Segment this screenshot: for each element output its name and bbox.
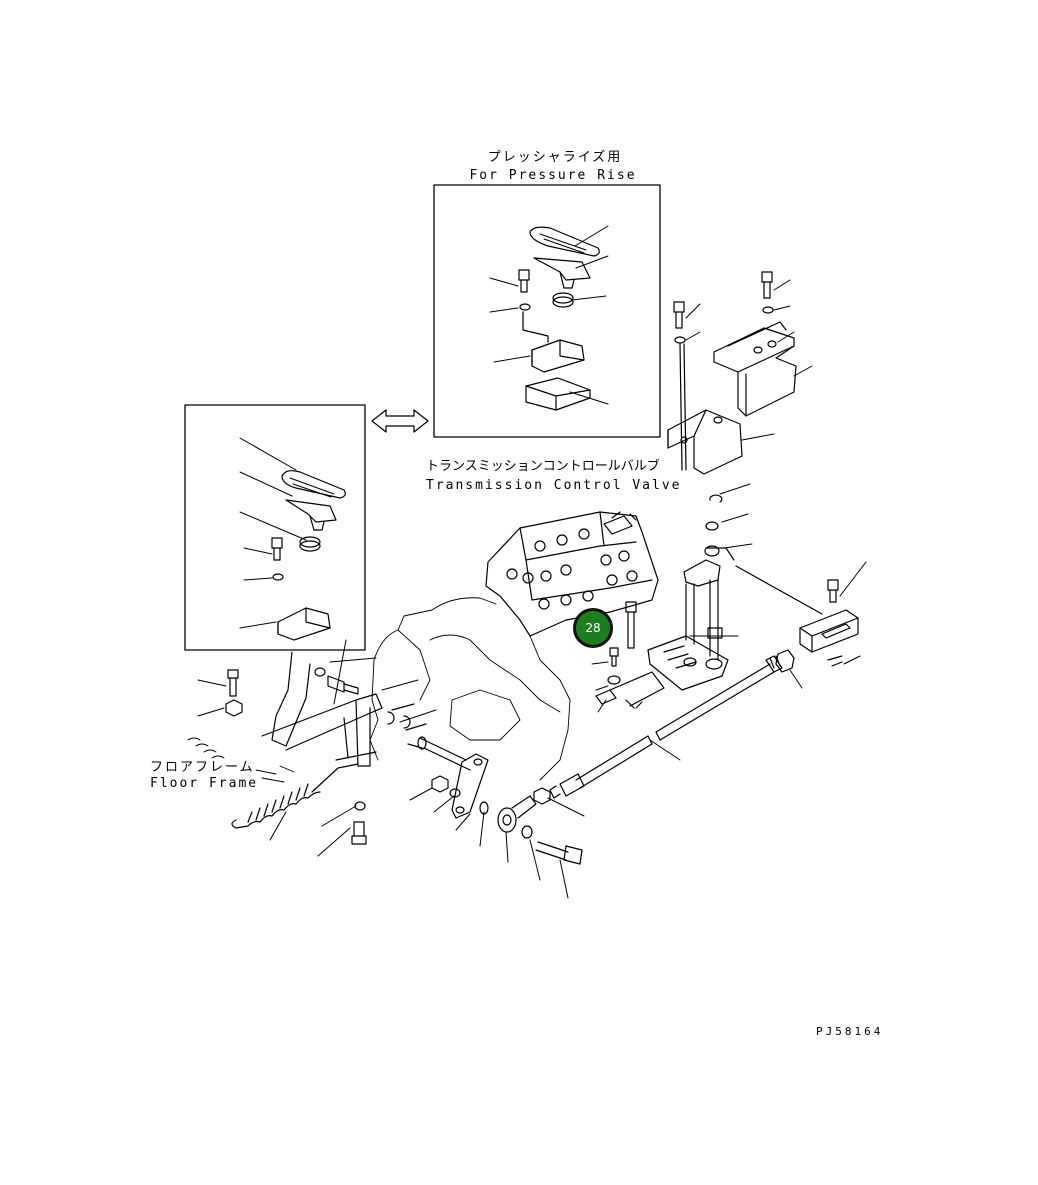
cover-assembly bbox=[667, 271, 813, 475]
pressure-rise-title-en: For Pressure Rise bbox=[469, 168, 637, 183]
standard-pedal-inset bbox=[184, 404, 366, 651]
callout-badge-28[interactable]: 28 bbox=[573, 608, 613, 648]
floor-frame-outline bbox=[187, 597, 571, 783]
transmission-control-valve bbox=[485, 511, 659, 637]
tcv-title-en: Transmission Control Valve bbox=[426, 478, 682, 493]
callout-number: 28 bbox=[585, 621, 601, 635]
drawing-number: PJ58164 bbox=[816, 1025, 884, 1038]
valve-lever-assembly bbox=[591, 483, 753, 713]
floor-frame-title-en: Floor Frame bbox=[150, 776, 259, 791]
pressure-rise-inset bbox=[433, 184, 661, 438]
pressure-rise-title-jp: プレッシャライズ用 bbox=[487, 150, 623, 165]
control-rod bbox=[549, 649, 803, 799]
double-arrow-icon bbox=[371, 409, 429, 433]
right-bracket bbox=[735, 561, 867, 667]
pedal-linkage bbox=[197, 639, 437, 857]
floor-frame-title-jp: フロアフレーム bbox=[150, 760, 255, 775]
tcv-title-jp: トランスミッションコントロールバルブ bbox=[426, 459, 660, 474]
center-linkage bbox=[407, 736, 585, 899]
